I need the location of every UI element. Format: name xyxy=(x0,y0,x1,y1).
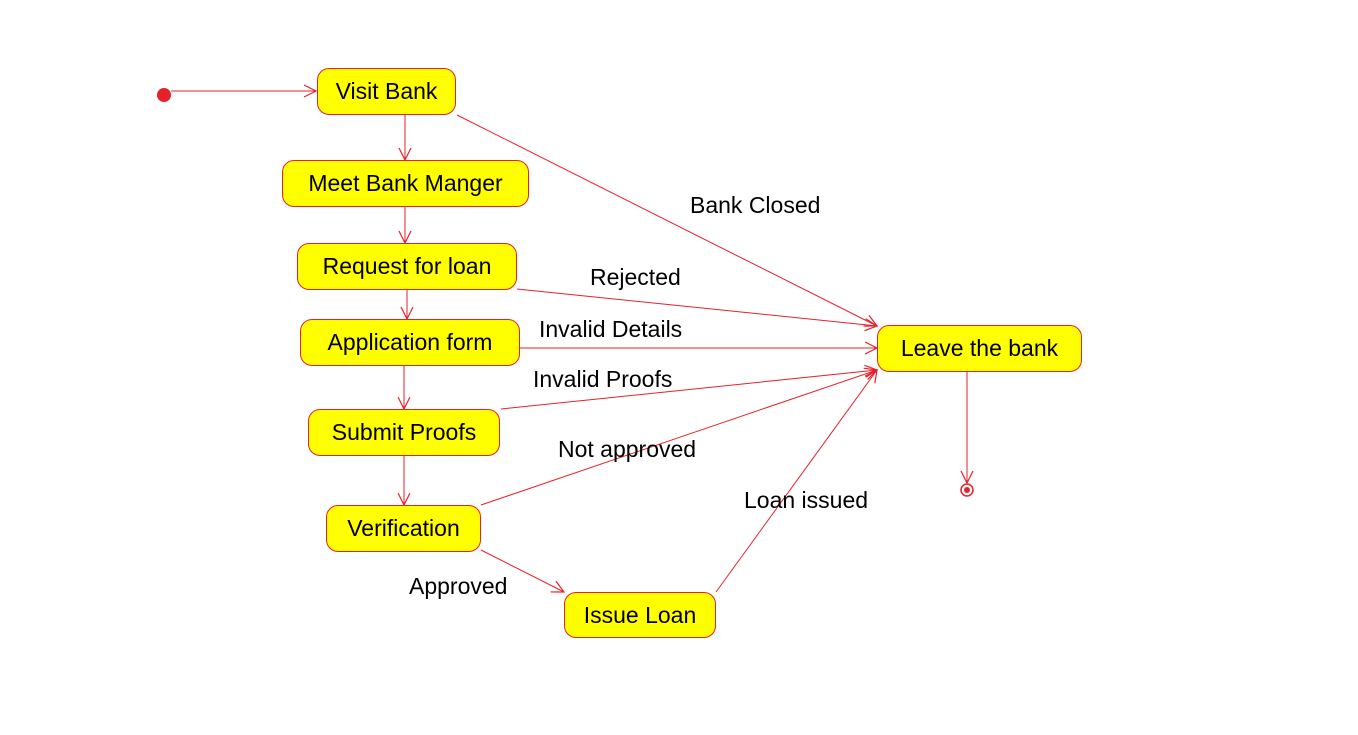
label-loan-issued: Loan issued xyxy=(744,487,869,513)
node-meet-bank-manager: Meet Bank Manger xyxy=(282,160,529,207)
node-verification: Verification xyxy=(326,505,481,552)
node-submit-proofs: Submit Proofs xyxy=(308,409,500,456)
label-not-approved: Not approved xyxy=(558,436,697,462)
edge-verification-to-leave-bank xyxy=(480,370,877,506)
label-rejected: Rejected xyxy=(590,264,681,290)
label-invalid-proofs: Invalid Proofs xyxy=(533,366,673,392)
node-issue-loan: Issue Loan xyxy=(564,592,716,638)
label-approved: Approved xyxy=(409,573,508,599)
edge-visit-bank-to-leave-bank xyxy=(456,114,877,326)
node-application-form: Application form xyxy=(300,319,520,366)
label-bank-closed: Bank Closed xyxy=(690,192,821,218)
node-leave-the-bank: Leave the bank xyxy=(877,325,1082,372)
edge-issue-loan-to-leave-bank xyxy=(715,370,877,593)
end-node-dot xyxy=(964,487,970,493)
label-invalid-details: Invalid Details xyxy=(539,316,683,342)
node-request-for-loan: Request for loan xyxy=(297,243,517,290)
edge-request-loan-to-leave-bank xyxy=(516,288,877,326)
start-node xyxy=(157,88,171,102)
node-visit-bank: Visit Bank xyxy=(317,68,456,115)
edge-submit-proofs-to-leave-bank xyxy=(500,370,877,410)
edge-verification-to-issue-loan xyxy=(480,549,564,592)
